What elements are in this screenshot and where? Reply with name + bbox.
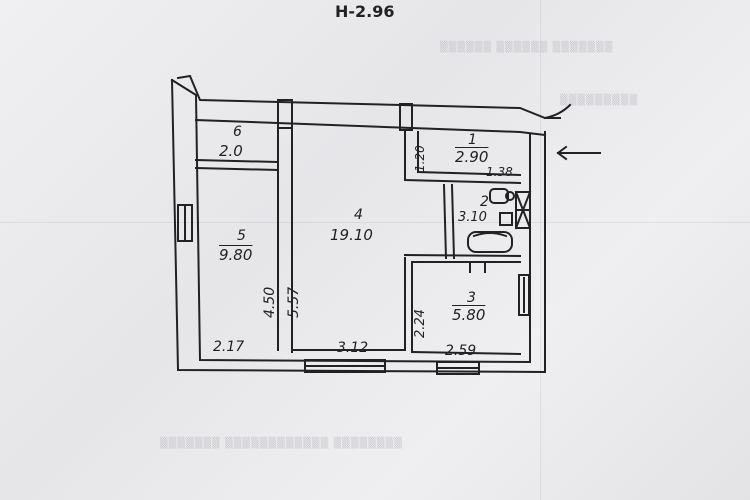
- interior-wall: [291, 349, 522, 356]
- room-number: 5: [237, 228, 246, 244]
- paper-fold-line: [540, 0, 541, 500]
- faded-background-text: ▒▒▒▒▒▒▒ ▒▒▒▒▒▒▒▒▒▒▒▒ ▒▒▒▒▒▒▒▒: [160, 438, 403, 449]
- room-number: 4: [354, 207, 363, 223]
- interior-wall: [194, 158, 280, 172]
- faded-background-text: ▒▒▒▒▒▒ ▒▒▒▒▒▒ ▒▒▒▒▒▒▒: [440, 42, 614, 53]
- room-area: 3.10: [458, 210, 487, 225]
- room-number: 2: [480, 194, 489, 210]
- paper-fold-line: [0, 222, 750, 223]
- dimension-room5-width: 2.17: [213, 339, 245, 355]
- interior-wall: [277, 127, 293, 353]
- interior-wall: [403, 131, 522, 185]
- toilet: [489, 188, 509, 204]
- arrow-left-icon: [556, 145, 601, 161]
- dimension-room4-height: 5.57: [286, 286, 302, 318]
- sink: [499, 212, 513, 226]
- dimension-room1-width: 1.38: [486, 165, 513, 179]
- room-area: 2.0: [219, 142, 243, 160]
- room-area: 2.90: [455, 148, 489, 166]
- dimension-room4-width: 3.12: [337, 340, 369, 356]
- dimension-room1-height: 1.20: [413, 145, 427, 172]
- outer-wall: [176, 74, 561, 119]
- dimension-room3-height: 2.24: [413, 309, 428, 338]
- room-number: 6: [233, 124, 242, 140]
- interior-wall: [442, 183, 456, 260]
- room-number: 1: [468, 132, 477, 148]
- dimension-room5-height: 4.50: [262, 286, 278, 318]
- wall-column: [277, 99, 293, 129]
- outer-wall: [170, 78, 198, 97]
- interior-wall: [403, 253, 522, 353]
- document-code: Н-2.96: [335, 2, 395, 21]
- stove: [518, 274, 530, 316]
- wall-column: [399, 103, 413, 131]
- faded-background-text: ▒▒▒▒▒▒▒▒▒: [560, 95, 639, 106]
- room-area: 19.10: [330, 226, 373, 244]
- outer-wall: [194, 118, 547, 137]
- dimension-room3-width: 2.59: [445, 343, 477, 359]
- room-area: 9.80: [219, 246, 253, 264]
- room-area: 5.80: [452, 306, 486, 324]
- room-number: 3: [467, 290, 476, 306]
